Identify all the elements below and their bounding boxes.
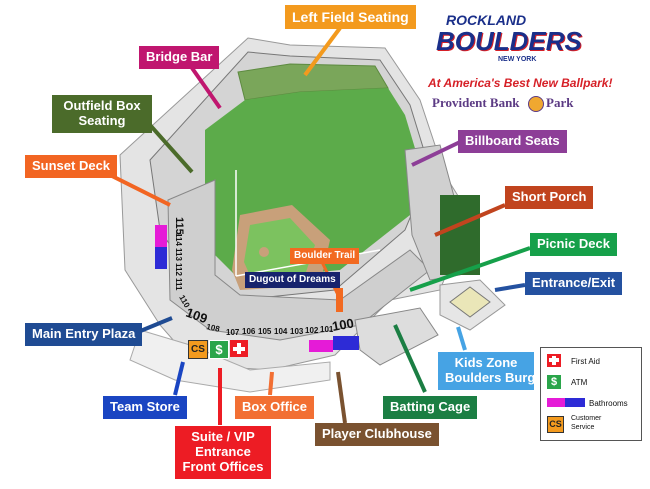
outfield-box-line1: Outfield Box bbox=[63, 98, 141, 113]
legend-first-aid-icon bbox=[547, 354, 561, 367]
legend-customer-label-2: Service bbox=[571, 424, 595, 431]
sunset-deck-line bbox=[109, 173, 171, 207]
label-suite-vip: Suite / VIP Entrance Front Offices bbox=[175, 426, 271, 479]
legend-customer-service-icon: CS bbox=[547, 416, 564, 433]
team-store-line bbox=[173, 361, 185, 396]
kids-zone-diamond bbox=[449, 286, 491, 318]
bathroom-left-pink bbox=[155, 225, 167, 247]
legend-customer-label-1: Customer bbox=[571, 415, 602, 422]
label-short-porch: Short Porch bbox=[505, 186, 594, 209]
label-box-office: Box Office bbox=[235, 396, 315, 419]
kids-zone-line2: Boulders Burg bbox=[445, 369, 536, 385]
clubhouse-line bbox=[336, 371, 347, 424]
section-114: 114 bbox=[174, 233, 183, 246]
label-boulder-trail: Boulder Trail bbox=[290, 248, 360, 264]
customer-service-icon: CS bbox=[188, 340, 208, 359]
section-107: 107 bbox=[226, 328, 240, 337]
legend-atm-label: ATM bbox=[571, 378, 588, 387]
section-103: 103 bbox=[290, 327, 304, 336]
bathroom-left-blue bbox=[155, 247, 167, 269]
label-batting-cage: Batting Cage bbox=[383, 396, 478, 419]
section-113: 113 bbox=[174, 248, 183, 261]
section-111: 111 bbox=[174, 278, 183, 291]
logo-provident-bank: Provident Bank bbox=[432, 95, 520, 110]
batting-cage-building bbox=[354, 307, 439, 366]
logo-boulders: BOULDERS bbox=[436, 26, 582, 56]
pitchers-mound bbox=[259, 247, 269, 257]
boulders-logo: ROCKLAND BOULDERS NEW YORK bbox=[436, 12, 582, 72]
logo-rockland: ROCKLAND bbox=[446, 12, 527, 28]
first-aid-icon bbox=[230, 340, 248, 357]
main-entry-line bbox=[137, 316, 173, 334]
section-102: 102 bbox=[305, 326, 319, 335]
label-player-clubhouse: Player Clubhouse bbox=[315, 423, 439, 446]
label-dugout-of-dreams: Dugout of Dreams bbox=[245, 272, 340, 288]
legend-first-aid-label: First Aid bbox=[571, 357, 600, 366]
kids-zone-line bbox=[456, 326, 467, 351]
box-office-line bbox=[268, 371, 274, 396]
section-106: 106 bbox=[242, 327, 256, 336]
outfield-box-line2: Seating bbox=[78, 112, 126, 128]
entrance-line bbox=[494, 283, 526, 292]
billboard-line bbox=[411, 140, 461, 167]
seating-bowl bbox=[167, 179, 431, 341]
legend-atm-icon: $ bbox=[547, 375, 561, 389]
bathroom-bottom-blue bbox=[333, 336, 359, 350]
bathroom-bottom-pink bbox=[309, 340, 333, 352]
logo-tagline: At America's Best New Ballpark! bbox=[428, 76, 613, 90]
section-115: 115 bbox=[173, 217, 185, 235]
legend-bathroom-icon bbox=[547, 398, 585, 407]
label-entrance-exit: Entrance/Exit bbox=[525, 272, 623, 295]
section-112: 112 bbox=[174, 263, 183, 276]
suite-line1: Suite / VIP bbox=[191, 429, 255, 444]
atm-icon: $ bbox=[209, 340, 229, 359]
batting-cage-line bbox=[393, 324, 427, 393]
section-109: 109 bbox=[184, 305, 210, 327]
label-team-store: Team Store bbox=[103, 396, 187, 419]
logo-park: Park bbox=[546, 95, 574, 110]
suite-line2: Entrance bbox=[195, 443, 251, 459]
park-emblem bbox=[528, 96, 544, 112]
label-left-field-seating: Left Field Seating bbox=[285, 5, 416, 30]
left-field-line bbox=[303, 26, 342, 77]
logo-new-york: NEW YORK bbox=[498, 56, 537, 63]
label-outfield-box-seating: Outfield Box Seating bbox=[52, 95, 152, 133]
label-picnic-deck: Picnic Deck bbox=[530, 233, 617, 256]
boulder-trail-marker bbox=[336, 288, 343, 312]
kids-zone-line1: Kids Zone bbox=[454, 355, 518, 370]
bridge-bar-line bbox=[190, 66, 222, 110]
label-bridge-bar: Bridge Bar bbox=[139, 46, 220, 69]
label-sunset-deck: Sunset Deck bbox=[25, 155, 118, 178]
trees-right bbox=[440, 195, 480, 275]
short-porch-line bbox=[434, 203, 506, 237]
suite-line3: Front Offices bbox=[182, 458, 264, 474]
legend-bathrooms-label: Bathrooms bbox=[589, 399, 628, 408]
label-billboard-seats: Billboard Seats bbox=[458, 130, 567, 153]
map-legend: First Aid $ ATM Bathrooms CS Customer Se… bbox=[540, 347, 642, 441]
section-105: 105 bbox=[258, 327, 272, 336]
section-104: 104 bbox=[274, 327, 288, 336]
section-108: 108 bbox=[206, 322, 221, 334]
outfield-box-line bbox=[148, 123, 194, 174]
picnic-deck-line bbox=[409, 246, 531, 292]
label-main-entry-plaza: Main Entry Plaza bbox=[25, 323, 143, 346]
section-100: 100 bbox=[331, 315, 355, 334]
section-101: 101 bbox=[320, 325, 334, 334]
label-kids-zone: Kids Zone Boulders Burg bbox=[438, 352, 536, 390]
